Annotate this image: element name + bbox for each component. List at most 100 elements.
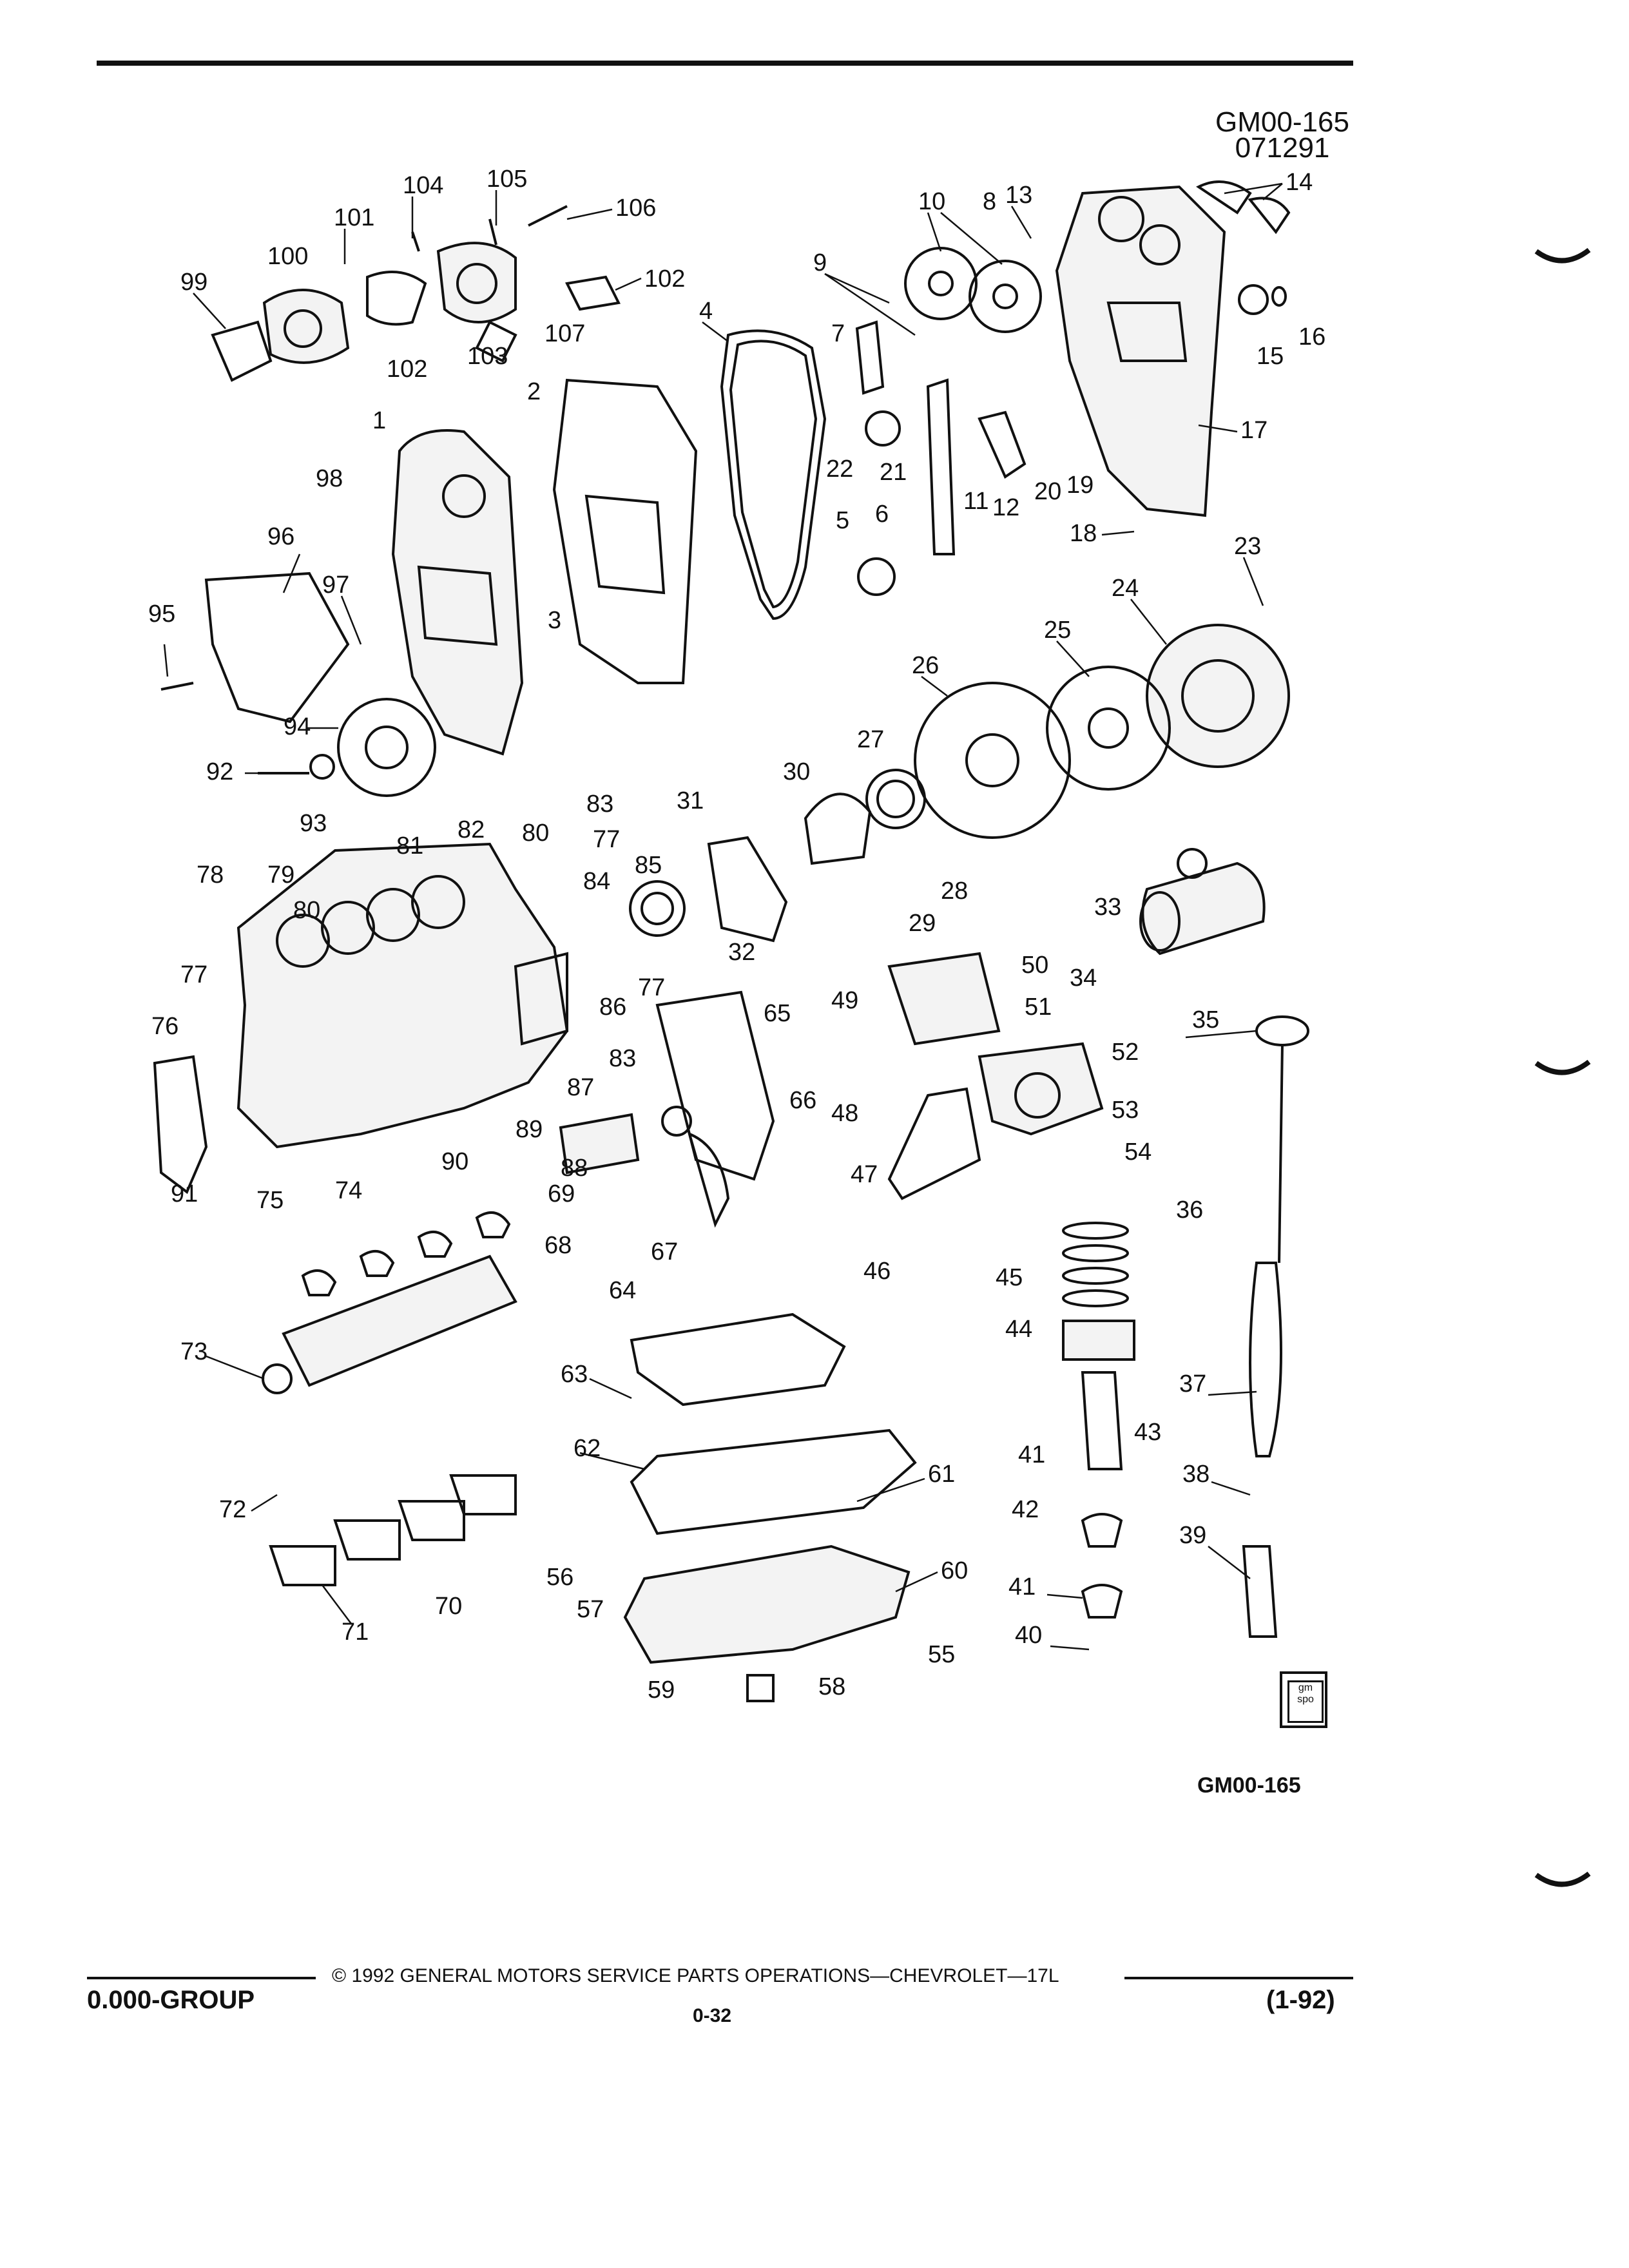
figure-code-bottom: GM00-165 [1197,1773,1301,1798]
camshaft-sprockets [855,247,1042,596]
callout-69: 69 [548,1180,575,1207]
callout-2: 2 [527,378,541,405]
oil-pump [887,952,1104,1200]
callout-32: 32 [728,939,755,966]
timing-cover-rear [1055,180,1291,517]
callout-53: 53 [1112,1097,1139,1124]
callout-59: 59 [648,1677,675,1704]
callout-40: 40 [1015,1622,1042,1649]
callout-48: 48 [831,1100,858,1127]
callout-74: 74 [335,1177,362,1204]
callout-10: 10 [918,188,945,215]
callout-106: 106 [615,195,656,222]
timing-cover-gasket [552,378,698,684]
callout-5: 5 [836,507,849,534]
timing-cover-front [391,429,524,756]
starter-motor [1139,848,1266,956]
callout-73: 73 [180,1338,207,1365]
callout-20: 20 [1034,478,1061,505]
callout-28: 28 [941,878,968,905]
callout-29: 29 [909,910,936,937]
callout-49: 49 [831,987,858,1014]
callout-51: 51 [1025,994,1052,1021]
footer-group: 0.000-GROUP [87,1986,255,2014]
callout-25: 25 [1044,617,1071,644]
callout-102-left: 102 [387,356,427,383]
callout-23: 23 [1234,533,1261,560]
callout-60: 60 [941,1557,968,1584]
callout-93: 93 [300,810,327,837]
callout-45: 45 [996,1264,1023,1291]
callout-64: 64 [609,1277,636,1304]
callout-38: 38 [1182,1461,1210,1488]
callout-104: 104 [403,172,443,199]
callout-39: 39 [1179,1522,1206,1549]
callout-41-lower: 41 [1008,1573,1036,1600]
callout-83-mid: 83 [609,1045,636,1072]
callout-80-mid: 80 [293,897,320,924]
callout-87: 87 [567,1074,594,1101]
engine-block [153,842,775,1228]
callout-15: 15 [1257,343,1284,370]
callout-22: 22 [826,456,853,483]
callout-70: 70 [435,1593,462,1620]
callout-89: 89 [516,1116,543,1143]
callout-19: 19 [1066,472,1094,499]
callout-90: 90 [441,1148,468,1175]
callout-58: 58 [818,1673,845,1700]
callout-26: 26 [912,652,939,679]
callout-43: 43 [1134,1419,1161,1446]
callout-80-top: 80 [522,820,549,847]
crank-pulley-and-bracket [160,572,436,797]
callout-33: 33 [1094,894,1121,921]
callout-78: 78 [197,861,224,889]
callout-12: 12 [992,494,1019,521]
crankshaft [262,1211,517,1586]
date-code: 071291 [1235,132,1330,164]
callout-94: 94 [284,713,311,740]
callout-4: 4 [699,298,713,325]
callout-67: 67 [651,1238,678,1265]
callout-42: 42 [1012,1496,1039,1523]
callout-7: 7 [831,320,845,347]
water-pump-assembly [211,205,621,382]
callout-17: 17 [1240,417,1268,444]
callout-86: 86 [599,994,626,1021]
footer-rule-left [87,1977,316,1979]
oil-pan [623,1312,917,1702]
callout-24: 24 [1112,575,1139,602]
callout-77-left: 77 [180,961,207,988]
callout-82: 82 [458,816,485,843]
callout-63: 63 [561,1361,588,1388]
callout-92: 92 [206,758,233,785]
callout-95: 95 [148,601,175,628]
callout-47: 47 [851,1161,878,1188]
timing-belt [720,329,827,620]
callout-41-upper: 41 [1018,1441,1045,1468]
callout-37: 37 [1179,1370,1206,1398]
callout-27: 27 [857,726,884,753]
callout-16: 16 [1298,323,1325,351]
callout-1: 1 [372,407,386,434]
callout-99: 99 [180,269,207,296]
gm-spo-logo-text: gm spo [1287,1680,1324,1723]
callout-100: 100 [267,243,308,270]
callout-61: 61 [928,1461,955,1488]
callout-44: 44 [1005,1316,1032,1343]
callout-97: 97 [322,572,349,599]
callout-14: 14 [1286,169,1313,196]
callout-54: 54 [1124,1139,1152,1166]
callout-77-mid: 77 [638,974,665,1001]
callout-88: 88 [561,1155,588,1182]
callout-55: 55 [928,1641,955,1668]
callout-46: 46 [863,1258,891,1285]
callout-36: 36 [1176,1196,1203,1224]
callout-6: 6 [875,501,889,528]
footer-page-number: 0-32 [693,2005,732,2026]
callout-85: 85 [635,852,662,879]
gm-spo-logo-icon: gm spo [1280,1671,1327,1728]
leader-lines [163,182,1283,1651]
callout-96: 96 [267,523,294,550]
callout-56: 56 [546,1564,574,1591]
